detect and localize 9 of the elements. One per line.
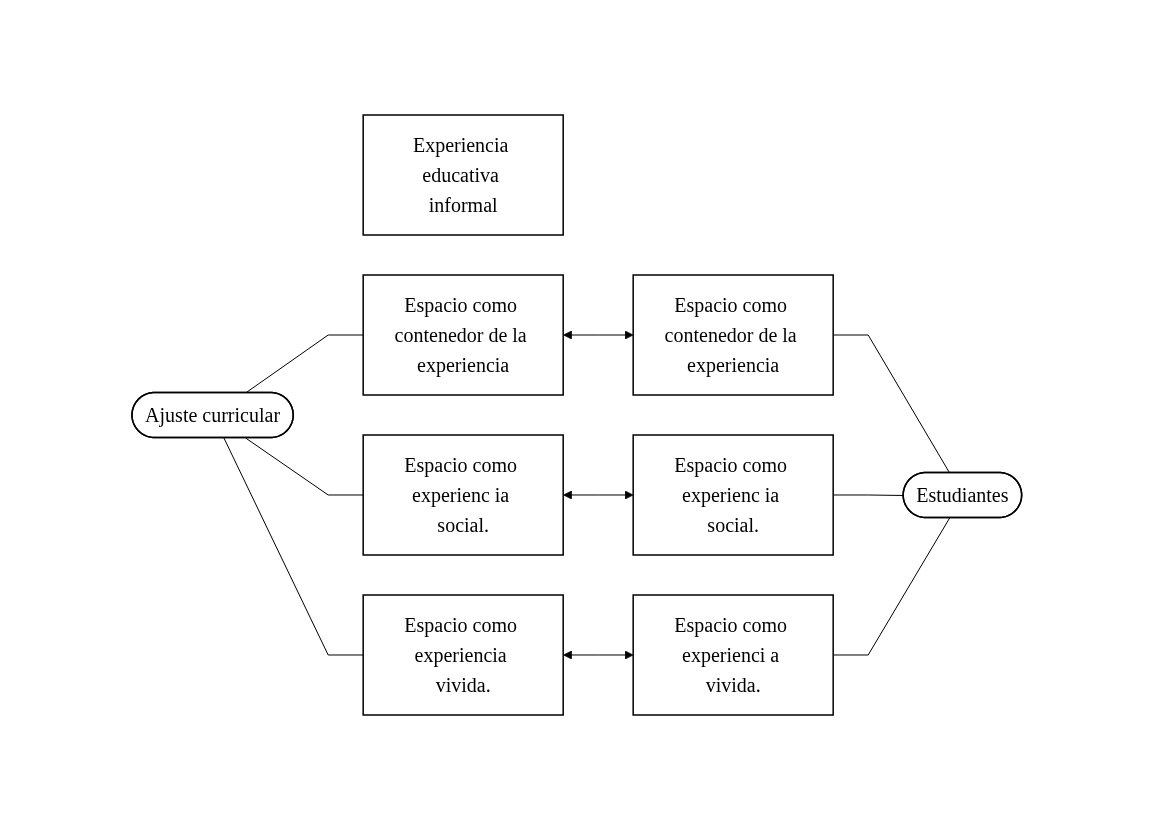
connector: [832, 517, 950, 656]
node-box: Espacio como experienc ia social.: [632, 434, 834, 556]
connector: [832, 334, 950, 474]
node-box: Espacio como experienc ia social.: [362, 434, 564, 556]
node-box: Experiencia educativa informal: [362, 114, 564, 236]
node-box: Espacio como contenedor de la experiencia: [632, 274, 834, 396]
node-box: Espacio como contenedor de la experiencia: [362, 274, 564, 396]
node-box: Espacio como experienci a vivida.: [632, 594, 834, 716]
node-box: Espacio como experiencia vivida.: [362, 594, 564, 716]
